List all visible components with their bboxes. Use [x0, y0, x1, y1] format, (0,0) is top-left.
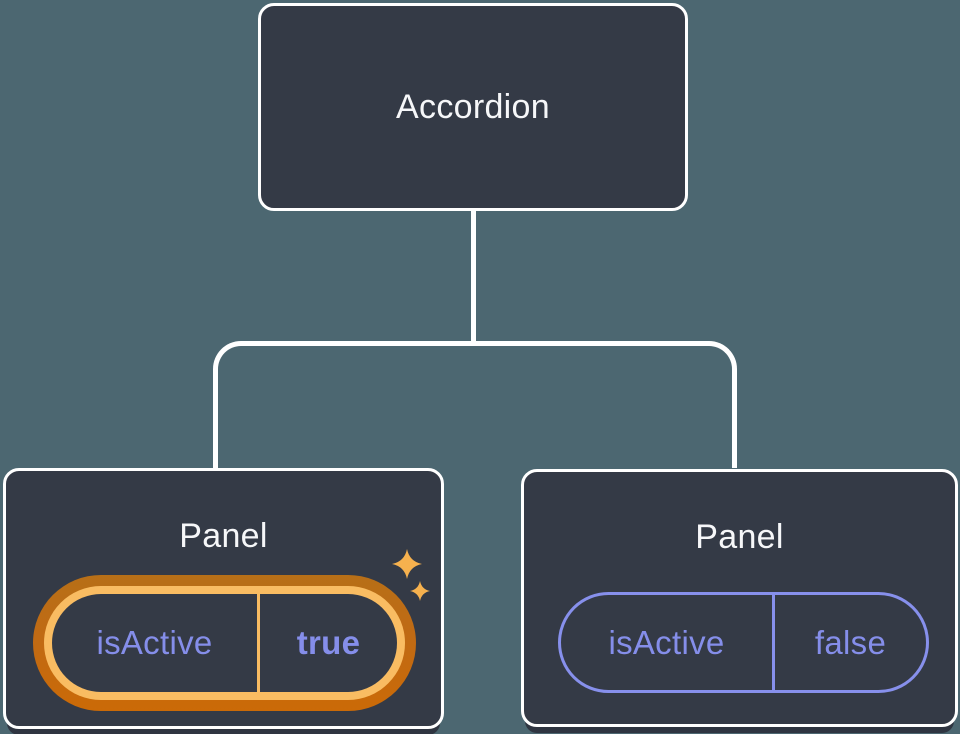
state-pill-highlight-ring: isActive true: [44, 586, 405, 700]
state-key-label: isActive: [96, 624, 213, 661]
tree-node-accordion: Accordion: [258, 3, 688, 211]
state-value-label: false: [814, 623, 887, 661]
connector-trunk-line: [471, 208, 476, 345]
state-key-cell: isActive: [561, 595, 772, 690]
connector-branch-lines: [213, 341, 737, 468]
state-pill-highlighted: isActive true: [33, 575, 416, 711]
panel-label: Panel: [179, 517, 268, 555]
state-key-cell: isActive: [52, 594, 257, 692]
sparkle-icon-small: [410, 581, 430, 601]
state-value-label: true: [296, 624, 361, 661]
state-pill-divider: [257, 594, 260, 692]
state-value-cell: false: [775, 595, 926, 690]
state-pill: isActive false: [558, 592, 929, 693]
tree-node-panel-inactive: Panel isActive false: [521, 469, 958, 727]
state-pill-body: isActive true: [52, 594, 397, 692]
state-pill-divider: [772, 595, 775, 690]
sparkle-icon-large: [392, 549, 422, 579]
sparkle-icon: [392, 549, 430, 601]
state-key-label: isActive: [608, 623, 725, 661]
panel-label: Panel: [695, 518, 784, 556]
tree-node-panel-active: Panel isActive true: [3, 468, 444, 729]
accordion-label: Accordion: [396, 87, 550, 126]
state-value-cell: true: [260, 594, 397, 692]
